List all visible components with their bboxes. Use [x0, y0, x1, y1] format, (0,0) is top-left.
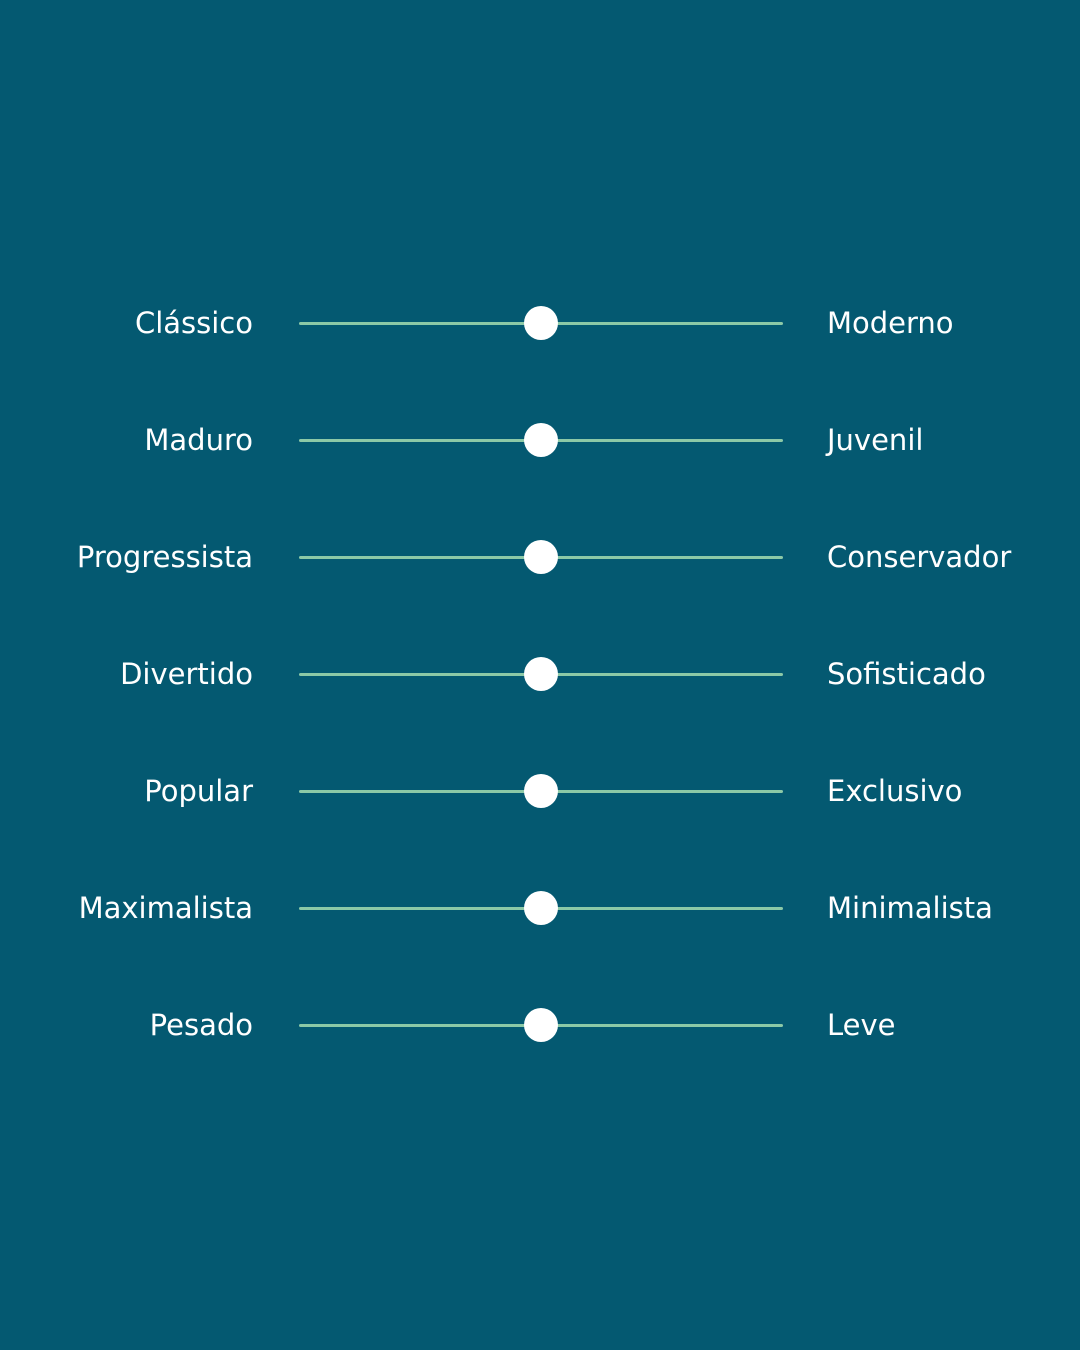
- slider-thumb[interactable]: [524, 540, 558, 574]
- left-label: Pesado: [149, 1008, 253, 1042]
- right-label: Sofisticado: [827, 657, 986, 691]
- scale-row-5: Popular Exclusivo: [0, 732, 1080, 849]
- scale-row-2: Maduro Juvenil: [0, 381, 1080, 498]
- slider[interactable]: [299, 657, 783, 691]
- left-label: Maximalista: [78, 891, 253, 925]
- right-label: Leve: [827, 1008, 896, 1042]
- slider[interactable]: [299, 774, 783, 808]
- slider-thumb[interactable]: [524, 423, 558, 457]
- right-label: Minimalista: [827, 891, 993, 925]
- right-label: Juvenil: [827, 423, 924, 457]
- right-label: Conservador: [827, 540, 1012, 574]
- left-label: Popular: [144, 774, 253, 808]
- slider[interactable]: [299, 306, 783, 340]
- slider[interactable]: [299, 1008, 783, 1042]
- slider[interactable]: [299, 423, 783, 457]
- right-label: Moderno: [827, 306, 954, 340]
- slider-thumb[interactable]: [524, 657, 558, 691]
- slider-thumb[interactable]: [524, 891, 558, 925]
- slider-thumb[interactable]: [524, 774, 558, 808]
- scale-row-4: Divertido Sofisticado: [0, 615, 1080, 732]
- left-label: Clássico: [134, 306, 253, 340]
- left-label: Maduro: [144, 423, 253, 457]
- right-label: Exclusivo: [827, 774, 963, 808]
- scale-list: Clássico Moderno Maduro Juvenil Progress…: [0, 264, 1080, 1083]
- left-label: Divertido: [120, 657, 253, 691]
- scale-row-3: Progressista Conservador: [0, 498, 1080, 615]
- left-label: Progressista: [76, 540, 253, 574]
- scale-row-1: Clássico Moderno: [0, 264, 1080, 381]
- slider[interactable]: [299, 540, 783, 574]
- slider[interactable]: [299, 891, 783, 925]
- scale-row-6: Maximalista Minimalista: [0, 849, 1080, 966]
- slider-thumb[interactable]: [524, 1008, 558, 1042]
- scale-row-7: Pesado Leve: [0, 966, 1080, 1083]
- slider-thumb[interactable]: [524, 306, 558, 340]
